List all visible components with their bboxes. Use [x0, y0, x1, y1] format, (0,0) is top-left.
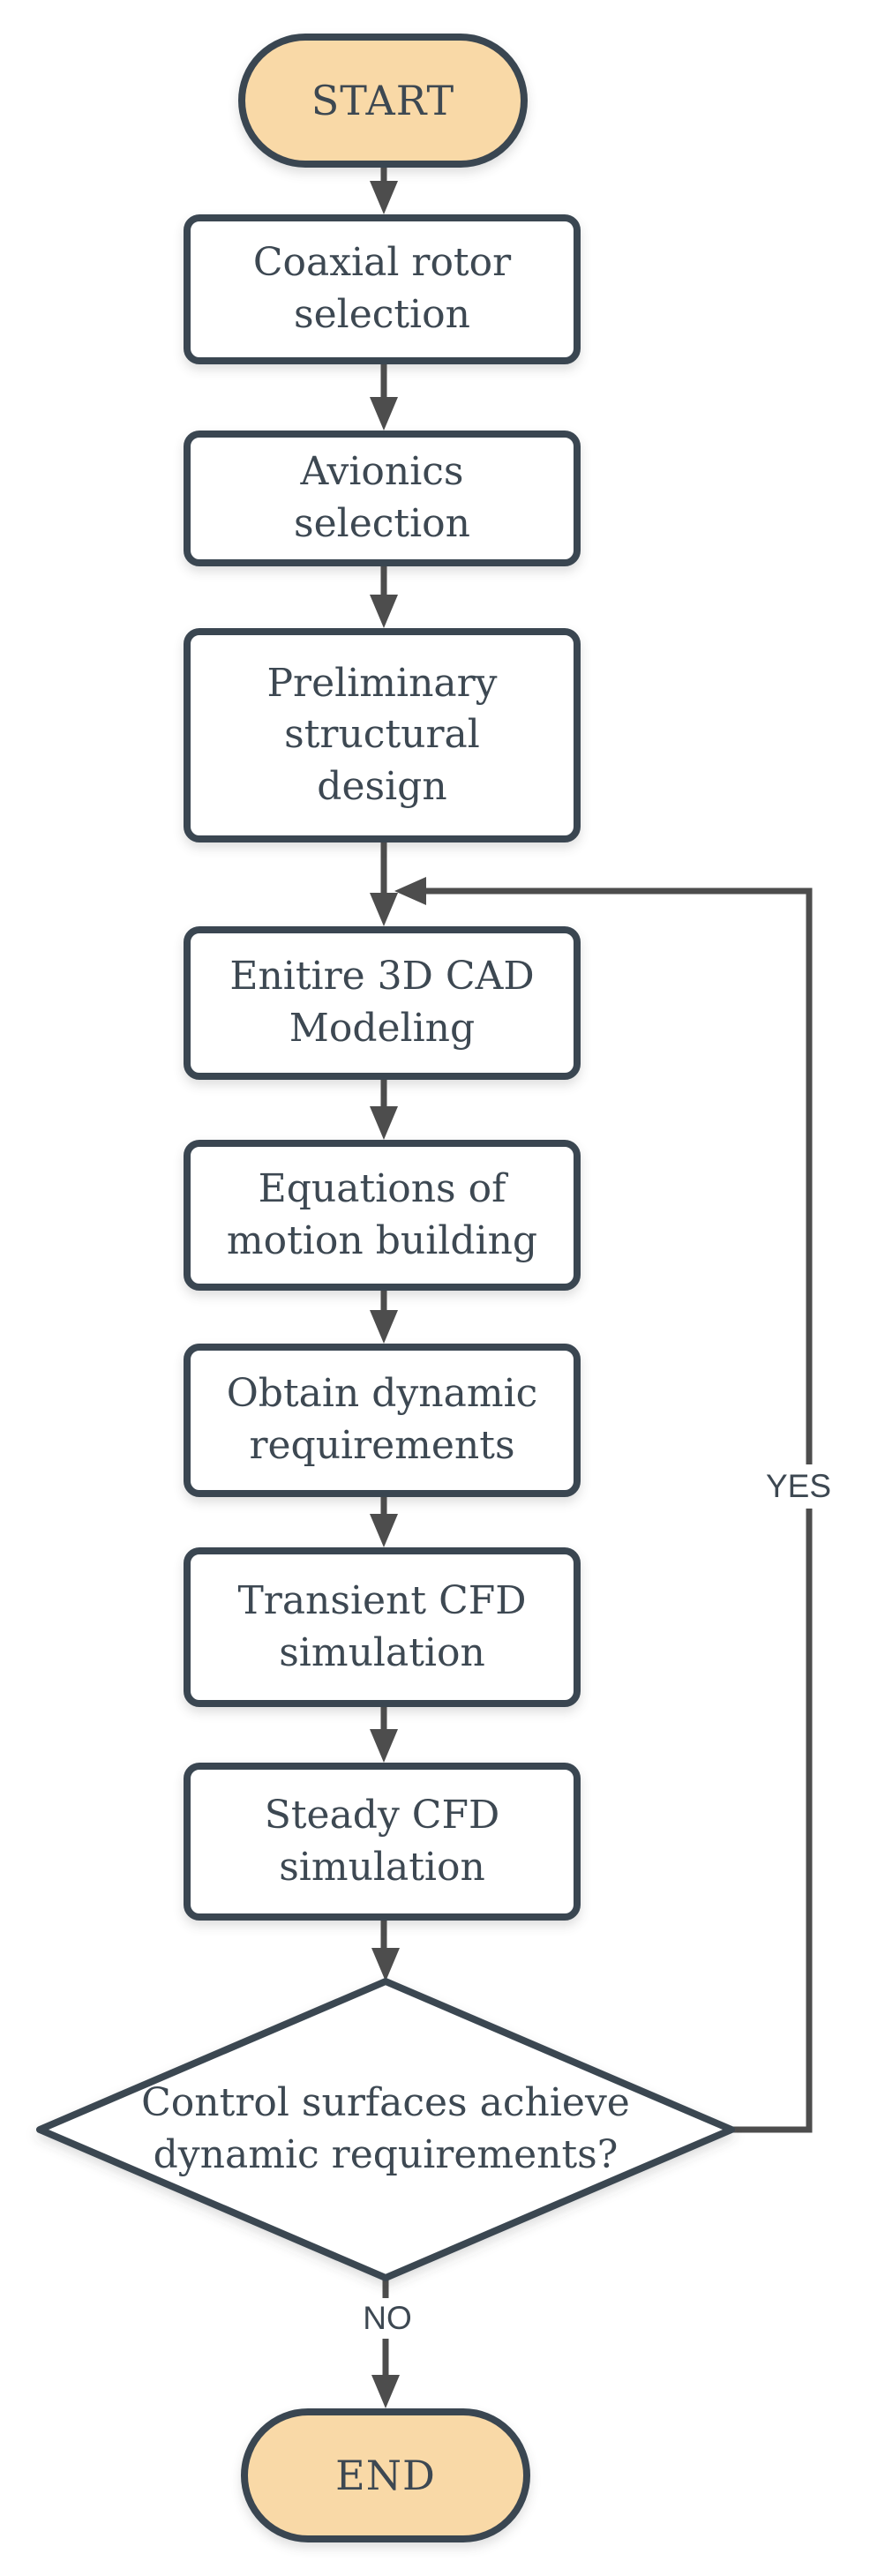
node-transient-cfd-label: Transient CFD simulation — [237, 1577, 527, 1675]
node-cad-modeling: Enitire 3D CAD Modeling — [184, 926, 581, 1080]
edge-decision-to-end-no-arrowhead — [371, 2375, 400, 2408]
node-start-label: START — [311, 77, 455, 124]
edge-avionics-to-preliminary-arrowhead — [370, 595, 398, 628]
node-start: START — [238, 34, 528, 168]
edge-coaxial-to-avionics-arrowhead — [370, 397, 398, 431]
node-avionics-selection-label: Avionics selection — [294, 449, 470, 546]
edge-label-no-text: NO — [363, 2300, 412, 2336]
node-end-label: END — [335, 2452, 436, 2499]
edge-steady-to-decision-arrowhead — [371, 1948, 400, 1981]
edge-decision-to-cad-yes-line — [426, 887, 813, 2133]
edge-preliminary-to-cad-arrowhead — [370, 893, 398, 926]
edge-decision-to-cad-yes-arrowhead — [394, 877, 426, 905]
node-steady-cfd: Steady CFD simulation — [184, 1763, 581, 1921]
node-coaxial-rotor-selection-label: Coaxial rotor selection — [252, 240, 512, 337]
node-coaxial-rotor-selection: Coaxial rotor selection — [184, 214, 581, 364]
node-obtain-dynamic-requirements-label: Obtain dynamic requirements — [226, 1371, 538, 1468]
node-steady-cfd-label: Steady CFD simulation — [264, 1792, 500, 1890]
node-preliminary-structural-design-label: Preliminary structural design — [266, 660, 498, 809]
edge-label-yes: YES — [757, 1464, 840, 1509]
node-decision-label: Control surfaces achieve dynamic require… — [139, 2068, 633, 2191]
node-equations-of-motion: Equations of motion building — [184, 1140, 581, 1291]
node-decision-diamond — [36, 1978, 735, 2281]
node-transient-cfd: Transient CFD simulation — [184, 1547, 581, 1707]
edge-cad-to-equations-arrowhead — [370, 1106, 398, 1140]
edge-obtain-to-transient-arrowhead — [370, 1514, 398, 1547]
edge-transient-to-steady-arrowhead — [370, 1729, 398, 1763]
node-cad-modeling-label: Enitire 3D CAD Modeling — [229, 954, 535, 1051]
node-obtain-dynamic-requirements: Obtain dynamic requirements — [184, 1344, 581, 1497]
node-equations-of-motion-label: Equations of motion building — [226, 1165, 538, 1263]
node-end: END — [241, 2408, 530, 2542]
node-decision-label-text: Control surfaces achieve dynamic require… — [141, 2080, 630, 2177]
edge-label-no: NO — [348, 2298, 427, 2339]
edge-equations-to-obtain-arrowhead — [370, 1310, 398, 1344]
edge-start-to-coaxial-arrowhead — [370, 181, 398, 214]
edge-label-yes-text: YES — [765, 1468, 832, 1504]
node-preliminary-structural-design: Preliminary structural design — [184, 628, 581, 842]
node-avionics-selection: Avionics selection — [184, 431, 581, 566]
